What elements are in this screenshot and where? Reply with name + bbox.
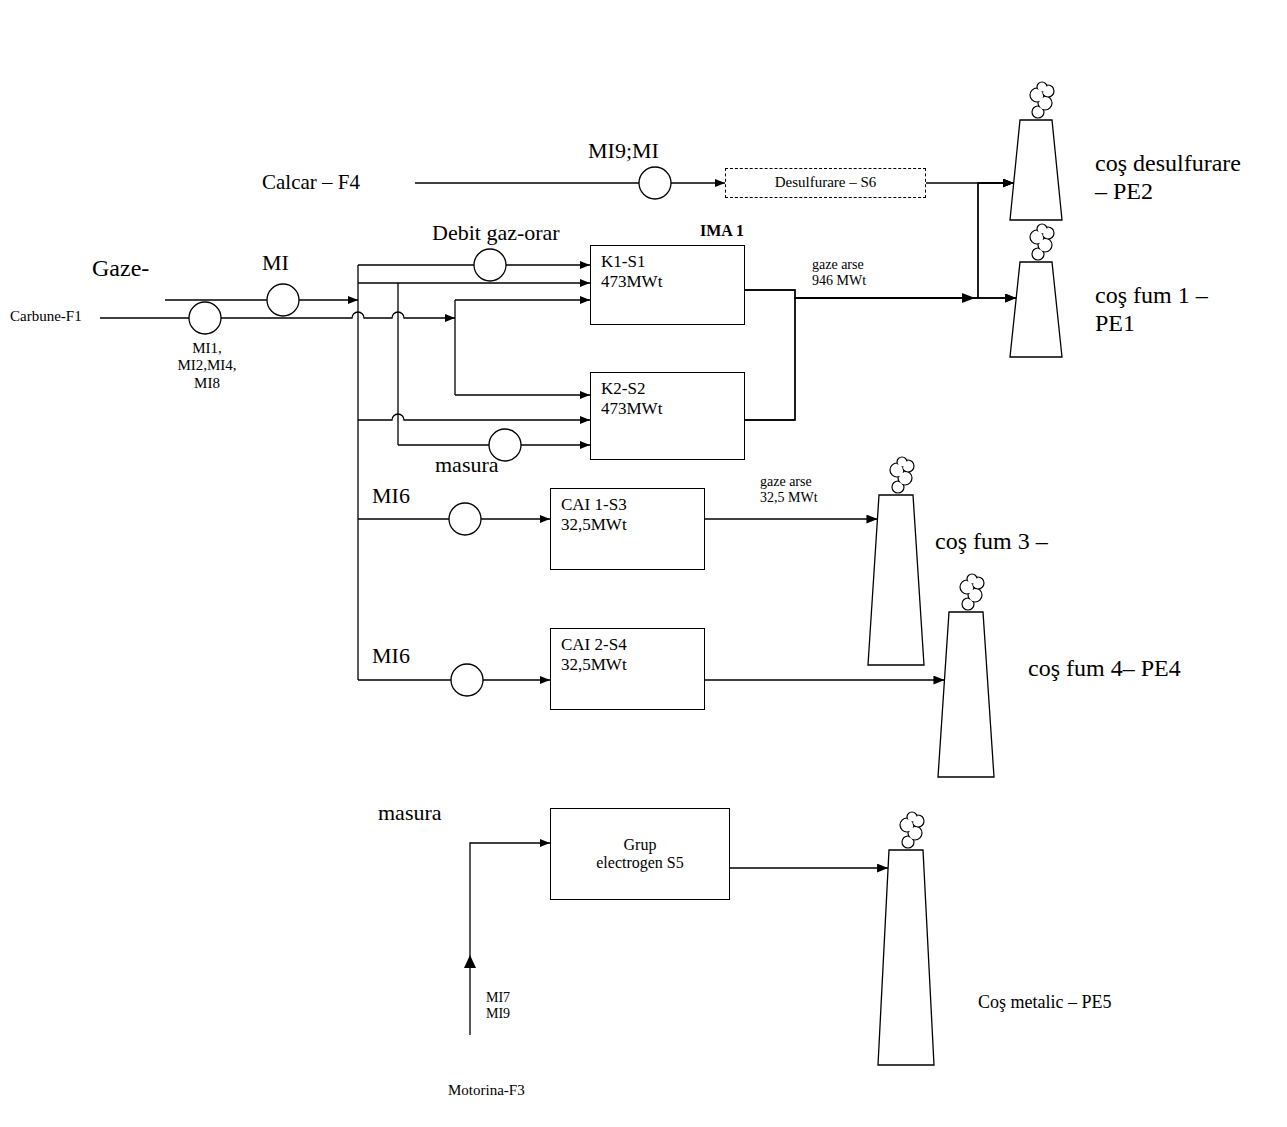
flow-arrowhead — [464, 955, 476, 968]
source-label: Carbune-F1 — [10, 308, 82, 325]
chimney-shape — [868, 495, 924, 665]
chimney-label: coş fum 4– PE4 — [1028, 655, 1258, 683]
meter-label: MI1, MI2,MI4, MI8 — [168, 340, 246, 392]
chimney-label: coş desulfurare – PE2 — [1095, 150, 1245, 205]
meter-symbol — [474, 249, 506, 281]
chimney-shape — [1010, 262, 1062, 357]
box-text: Grup electrogen S5 — [595, 836, 685, 873]
flue-gas-connector — [745, 183, 1014, 298]
source-label: Calcar – F4 — [262, 170, 360, 194]
box-text: Desulfurare – S6 — [733, 174, 918, 191]
chimney-shape — [1010, 120, 1062, 220]
meter-label: MI6 — [372, 483, 410, 508]
box-text: CAI 1-S3 32,5MWt — [561, 495, 641, 534]
gas-branch — [358, 282, 590, 283]
smoke-cloud — [890, 457, 914, 493]
meter-label: Debit gaz-orar — [432, 220, 560, 245]
gas-pipe — [165, 299, 358, 300]
process-box: Grup electrogen S5 — [550, 808, 730, 900]
process-box: K2-S2 473MWt — [590, 372, 745, 460]
smoke-cloud — [900, 812, 924, 848]
meter-symbol — [639, 167, 671, 199]
unit-label: IMA 1 — [700, 222, 744, 240]
chimney-stack: coş fum 3 – — [868, 495, 924, 665]
flue-gas-connector — [745, 290, 1016, 298]
chimney-stack: coş fum 4– PE4 — [938, 612, 994, 777]
source-label: Gaze- — [92, 255, 149, 283]
meter-label: MI7 MI9 — [486, 990, 526, 1022]
chimney-stack: coş desulfurare – PE2 — [1010, 120, 1062, 220]
chimney-stack: Coş metalic – PE5 — [878, 850, 934, 1065]
coal-header — [454, 300, 455, 395]
flue-gas-connector — [705, 679, 944, 680]
limestone-pipe — [415, 182, 725, 183]
gas-branch — [358, 414, 590, 420]
smoke-cloud — [960, 574, 984, 610]
process-box: CAI 2-S4 32,5MWt — [550, 628, 705, 710]
meter-label: MI6 — [372, 643, 410, 668]
meter-symbol — [451, 664, 483, 696]
flow-label: gaze arse 946 MWt — [812, 257, 887, 289]
coal-branch — [455, 394, 590, 395]
box-text: CAI 2-S4 32,5MWt — [561, 635, 641, 674]
flue-gas-connector — [745, 183, 1014, 420]
process-box: Desulfurare – S6 — [725, 168, 926, 198]
chimney-label: coş fum 1 – PE1 — [1095, 282, 1210, 337]
chimney-label: Coş metalic – PE5 — [978, 992, 1178, 1013]
process-box: CAI 1-S3 32,5MWt — [550, 488, 705, 570]
gas-header — [357, 265, 358, 680]
chimney-shape — [938, 612, 994, 777]
chimney-label: coş fum 3 – — [935, 528, 1105, 556]
process-box: K1-S1 473MWt — [590, 245, 745, 325]
flue-gas-connector — [730, 867, 888, 868]
meter-label: MI9;MI — [588, 138, 659, 163]
chimney-stack: coş fum 1 – PE1 — [1010, 262, 1062, 357]
chimney-shape — [878, 850, 934, 1065]
box-text: K1-S1 473MWt — [601, 252, 681, 291]
gas-header — [397, 283, 398, 445]
flue-gas-connector — [745, 298, 1016, 420]
coal-branch — [455, 299, 590, 300]
flue-gas-connector — [705, 518, 877, 519]
box-text: K2-S2 473MWt — [601, 379, 681, 418]
meter-label: MI — [262, 250, 289, 275]
source-label: Motorina-F3 — [448, 1082, 525, 1099]
flow-label: gaze arse 32,5 MWt — [760, 474, 835, 506]
meter-label: masura — [435, 452, 499, 477]
meter-label: masura — [378, 800, 442, 825]
diesel-pipe — [470, 843, 550, 1035]
meter-symbol — [189, 302, 221, 334]
smoke-cloud — [1030, 224, 1054, 260]
meter-symbol — [267, 284, 299, 316]
meter-symbol — [449, 503, 481, 535]
smoke-cloud — [1030, 82, 1054, 118]
